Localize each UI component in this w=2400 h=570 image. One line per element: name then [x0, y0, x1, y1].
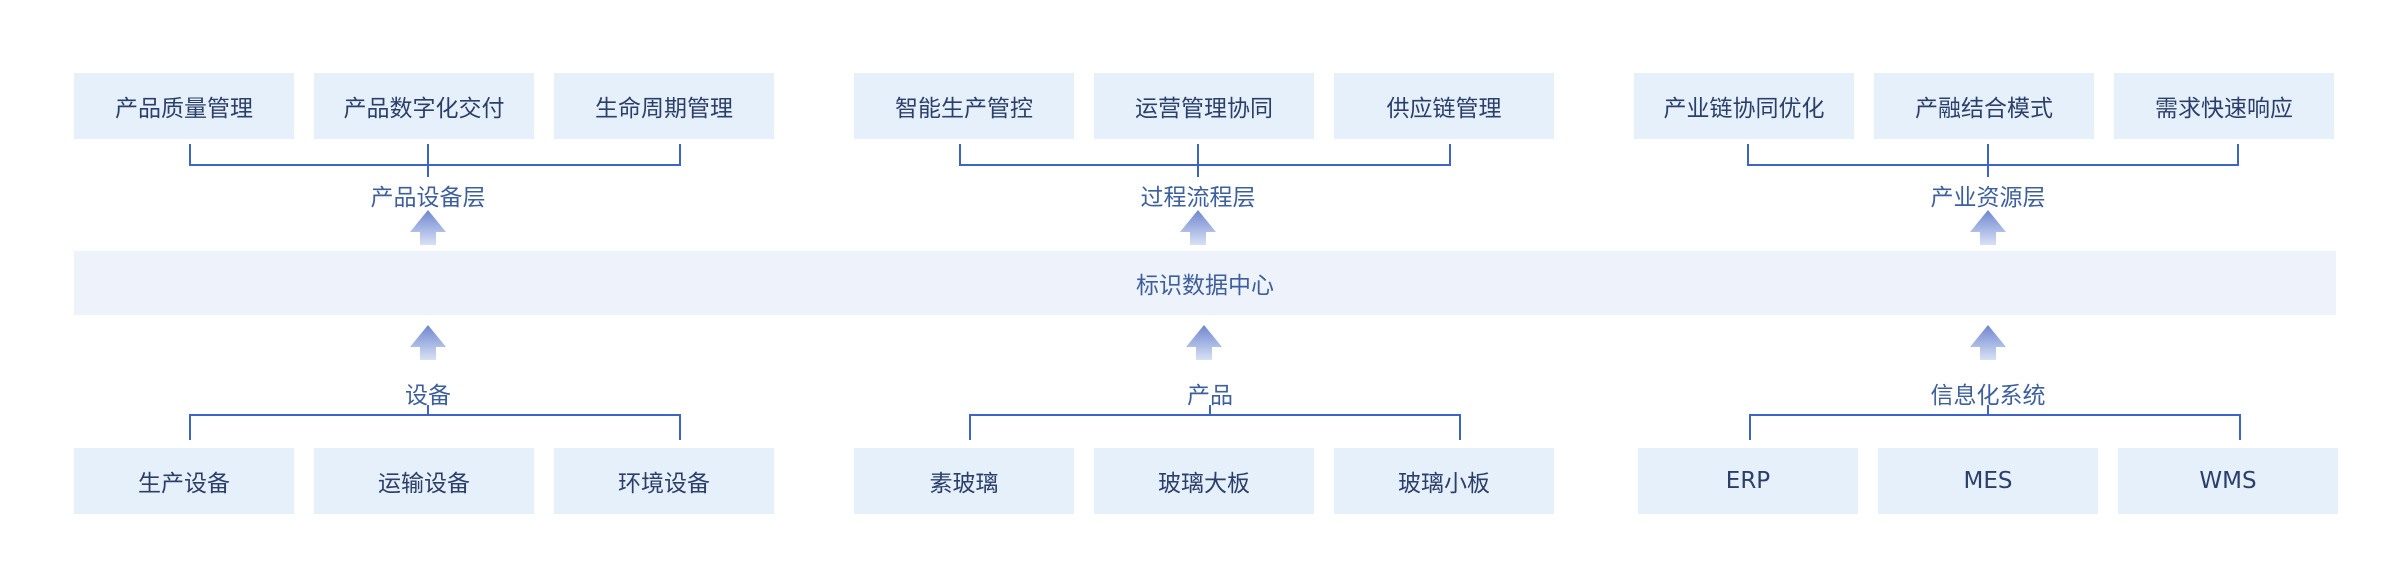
arrow-up-icon	[410, 325, 446, 360]
bottom-box: 玻璃小板	[1334, 448, 1554, 514]
bottom-box: MES	[1878, 448, 2098, 514]
top-box: 智能生产管控	[854, 73, 1074, 139]
bottom-box: WMS	[2118, 448, 2338, 514]
top-box: 运营管理协同	[1094, 73, 1314, 139]
top-box: 需求快速响应	[2114, 73, 2334, 139]
data-center-band: 标识数据中心	[74, 251, 2336, 315]
layer-label: 产品设备层	[370, 185, 486, 211]
top-box: 产品质量管理	[74, 73, 294, 139]
layer-label: 产业资源层	[1930, 185, 2046, 211]
top-box: 供应链管理	[1334, 73, 1554, 139]
bottom-box: ERP	[1638, 448, 1858, 514]
category-label: 信息化系统	[1930, 383, 2046, 409]
arrow-up-icon	[1186, 325, 1222, 360]
top-box: 产业链协同优化	[1634, 73, 1854, 139]
bottom-box: 环境设备	[554, 448, 774, 514]
arrow-up-icon	[1970, 210, 2006, 245]
top-box: 产融结合模式	[1874, 73, 2094, 139]
top-box: 产品数字化交付	[314, 73, 534, 139]
arrow-up-icon	[410, 210, 446, 245]
arrow-up-icon	[1970, 325, 2006, 360]
bottom-box: 运输设备	[314, 448, 534, 514]
layer-label: 过程流程层	[1140, 185, 1256, 211]
top-box: 生命周期管理	[554, 73, 774, 139]
category-label: 设备	[405, 383, 451, 409]
bottom-box: 生产设备	[74, 448, 294, 514]
bottom-box: 玻璃大板	[1094, 448, 1314, 514]
data-center-label: 标识数据中心	[1136, 273, 1274, 299]
category-label: 产品	[1187, 383, 1233, 409]
bottom-box: 素玻璃	[854, 448, 1074, 514]
arrow-up-icon	[1180, 210, 1216, 245]
